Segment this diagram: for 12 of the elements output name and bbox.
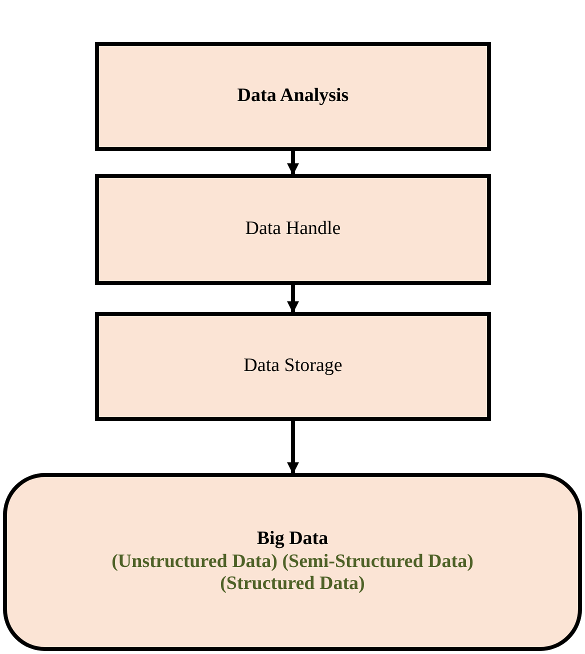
box-title: Big Data <box>256 528 328 551</box>
box-title: Data Storage <box>244 355 342 378</box>
process-box <box>95 42 491 151</box>
arrow <box>287 421 299 474</box>
process-box <box>95 312 491 421</box>
arrow <box>287 285 299 314</box>
arrow <box>287 151 299 176</box>
rounded-box <box>3 473 582 651</box>
box-title: Data Analysis <box>237 85 349 108</box>
box-subtitle: (Unstructured Data) (Semi-Structured Data) (Structured Data) <box>110 550 474 596</box>
box-title: Data Handle <box>245 218 341 241</box>
process-box <box>95 174 491 285</box>
